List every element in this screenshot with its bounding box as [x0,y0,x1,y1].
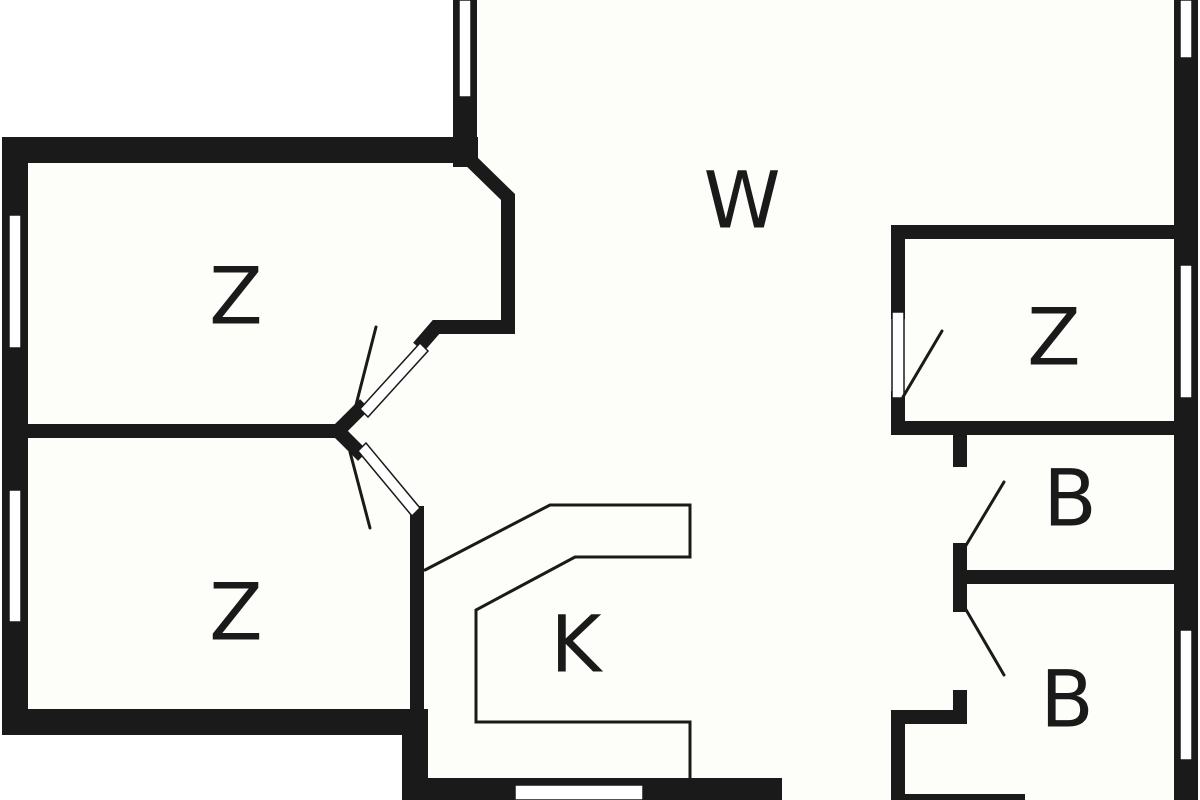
room-label-bathroom: B [1040,655,1094,745]
door-leaf [348,450,372,530]
room-label-bathroom: B [1043,454,1097,544]
floor-area [15,0,1190,800]
windows [8,0,1193,800]
window [1179,0,1193,59]
door-leaf [963,606,1006,677]
door-leaf [901,329,944,399]
door-opening [358,341,430,419]
door-swings [348,325,1006,677]
room-label-bedroom: Z [1027,293,1080,383]
room-label-bedroom: Z [209,568,262,658]
room-label-bedroom: Z [209,252,262,342]
room-label-kitchen: K [550,600,603,690]
window [891,311,905,399]
window [514,784,644,800]
window [8,489,22,623]
door-leaf [963,480,1006,549]
room-label-living: W [703,156,780,246]
door-leaf [354,325,378,407]
door-opening [356,441,422,518]
window [1179,629,1193,761]
window [8,214,22,349]
window [1179,264,1193,399]
window [458,0,472,98]
kitchen-counter [423,503,692,782]
